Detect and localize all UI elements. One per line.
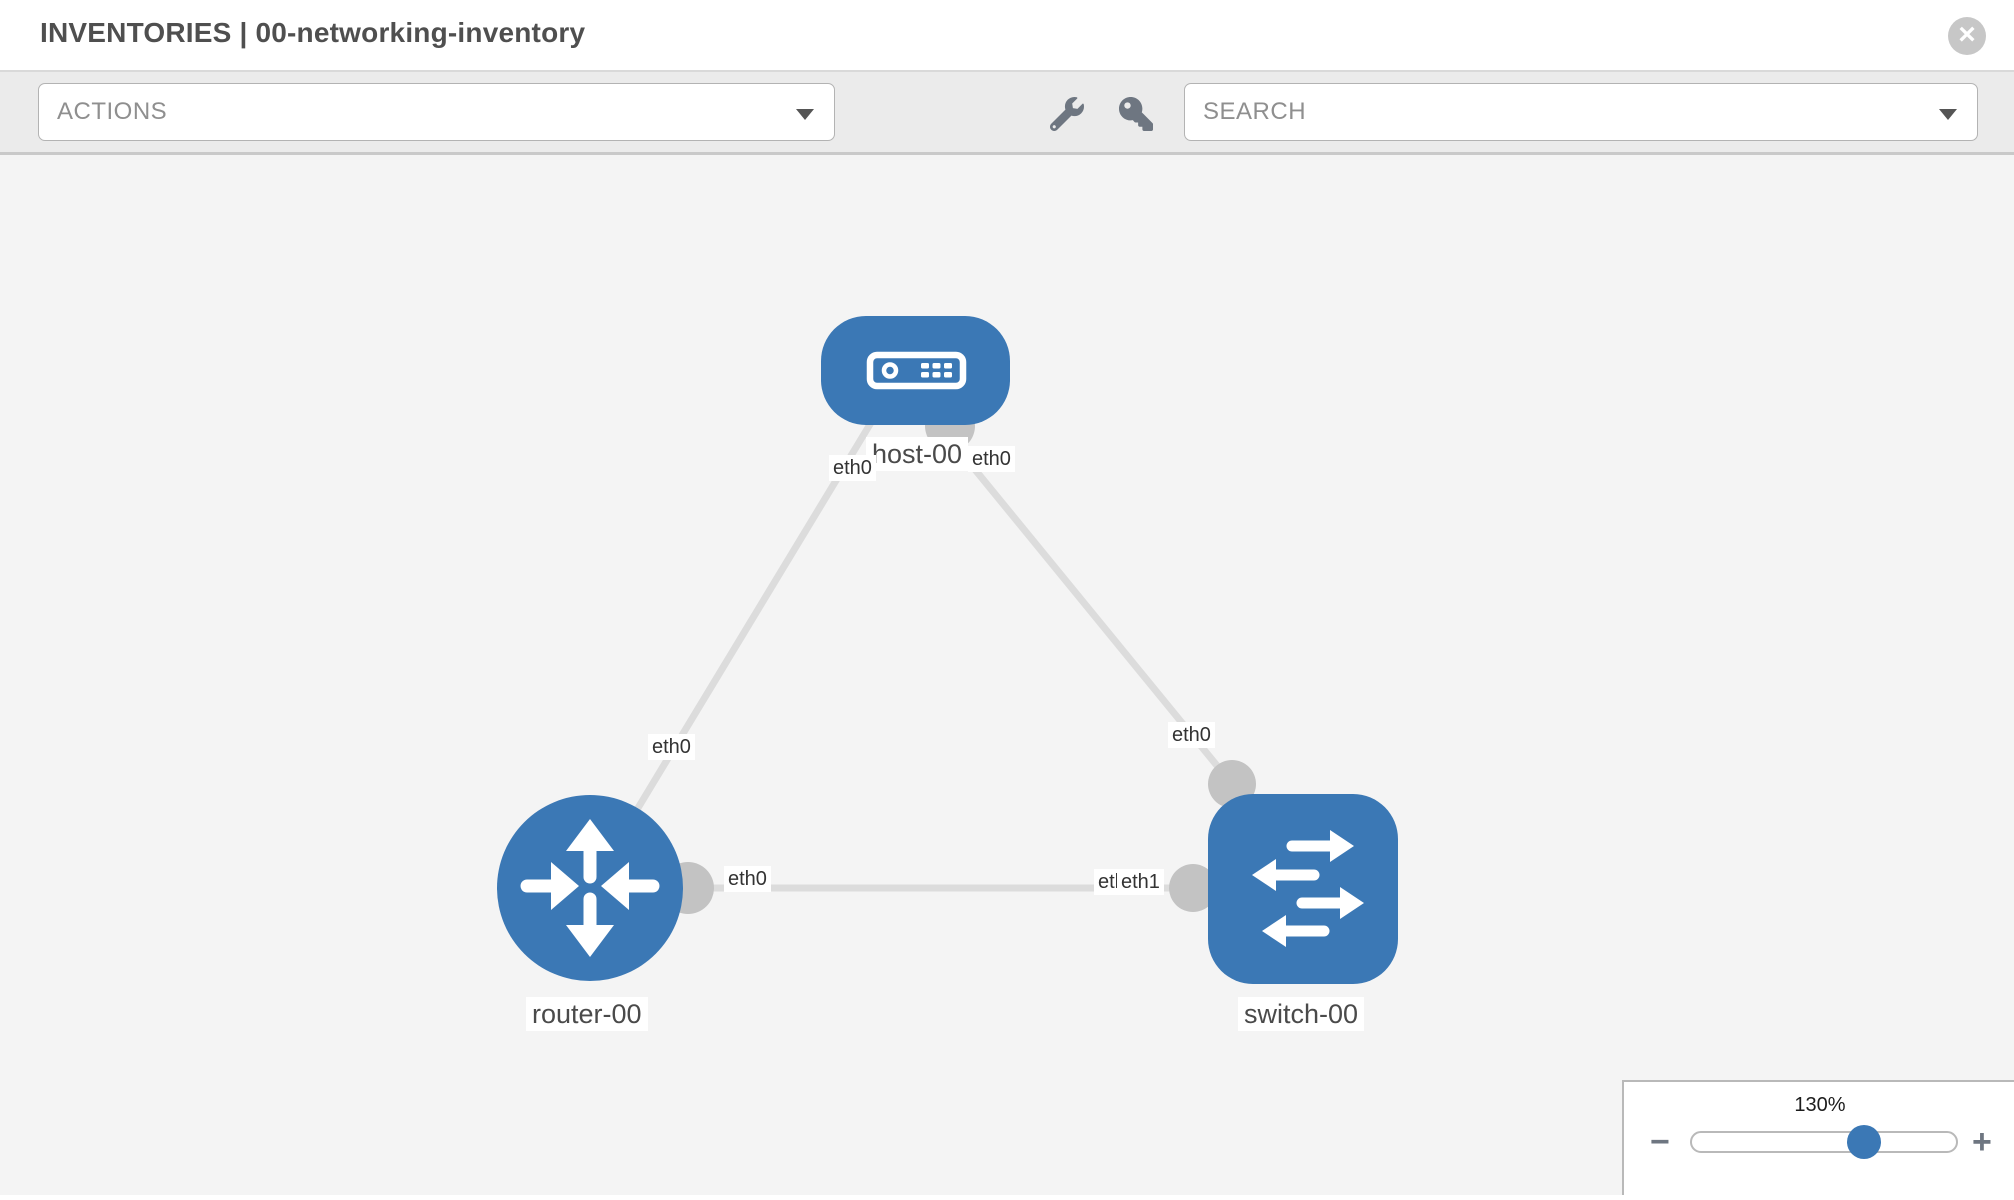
zoom-slider[interactable]	[1690, 1125, 1958, 1159]
page-title: INVENTORIES | 00-networking-inventory	[40, 17, 586, 48]
key-icon	[1119, 97, 1153, 131]
search-dropdown-label: SEARCH	[1203, 98, 1307, 125]
topology-graph	[497, 316, 1398, 984]
topology-canvas[interactable]: host-00 router-00 switch-00 eth0 eth0 et…	[0, 155, 2014, 1195]
close-icon: ×	[1958, 17, 1976, 51]
zoom-in-button[interactable]: +	[1972, 1123, 1992, 1161]
tools-button[interactable]	[1049, 96, 1084, 132]
actions-dropdown-label: ACTIONS	[57, 98, 168, 125]
zoom-level: 130%	[1794, 1094, 1846, 1116]
router-icon	[520, 819, 660, 957]
node-label-switch: switch-00	[1238, 997, 1365, 1031]
interface-label: eth0	[968, 446, 1015, 472]
node-router-00[interactable]	[497, 795, 683, 981]
actions-dropdown[interactable]: ACTIONS	[38, 83, 835, 141]
interface-label: eth0	[724, 866, 771, 892]
wrench-icon	[1049, 96, 1084, 132]
search-dropdown[interactable]: SEARCH	[1184, 83, 1978, 141]
node-label-router: router-00	[526, 997, 648, 1031]
toolbar: ACTIONS SEARCH	[0, 72, 2014, 155]
chevron-down-icon	[796, 109, 814, 120]
zoom-slider-knob[interactable]	[1847, 1125, 1881, 1159]
close-button[interactable]: ×	[1948, 17, 1986, 55]
header: INVENTORIES | 00-networking-inventory ×	[0, 0, 2014, 72]
zoom-out-button[interactable]: −	[1650, 1123, 1670, 1161]
chevron-down-icon	[1939, 109, 1957, 120]
node-host-00[interactable]	[821, 316, 1010, 425]
node-label-host: host-00	[866, 437, 969, 471]
node-switch-00[interactable]	[1208, 794, 1398, 984]
switch-icon	[1252, 830, 1364, 947]
interface-label: eth0	[1168, 722, 1215, 748]
interface-dot-switch-left[interactable]	[1169, 864, 1217, 912]
host-icon	[866, 351, 967, 390]
interface-label: eth0	[648, 734, 695, 760]
zoom-panel: 130% − +	[1622, 1080, 2014, 1195]
key-button[interactable]	[1119, 97, 1153, 131]
interface-label: eth0	[829, 455, 876, 481]
interface-label: eth1	[1117, 869, 1164, 895]
